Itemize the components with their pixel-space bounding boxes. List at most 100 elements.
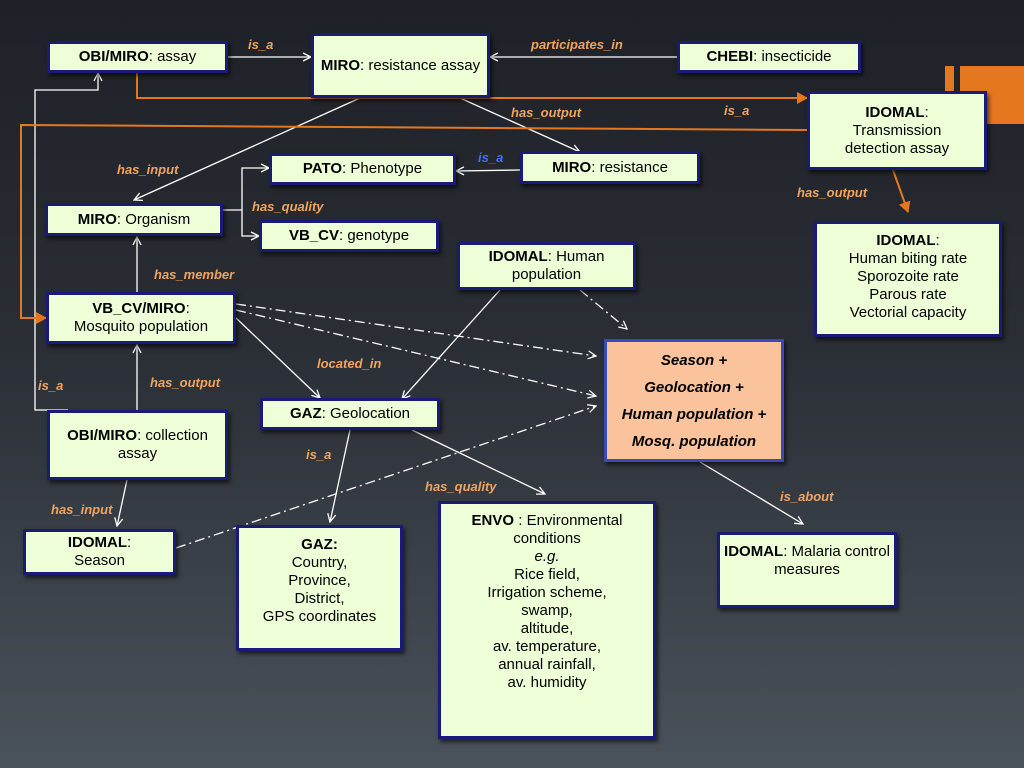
- node-vbcv-genotype: VB_CV: genotype: [259, 220, 439, 252]
- node-line: Geolocation +: [644, 378, 744, 396]
- edge-label-has-quality: has_quality: [425, 479, 497, 494]
- node-idomal-human-population: IDOMAL: Human population: [457, 242, 636, 290]
- node-line: Irrigation scheme,: [487, 584, 607, 601]
- node-prefix: ENVO: [471, 512, 515, 529]
- node-line: Human biting rate: [848, 250, 968, 267]
- edge-label-is-about: is_about: [780, 489, 834, 504]
- node-prefix: GAZ: [289, 405, 322, 422]
- node-idomal-transmission: IDOMAL: Transmission detection assay: [807, 91, 987, 170]
- edge-label-has-quality: has_quality: [252, 199, 324, 214]
- node-prefix: GAZ:: [301, 536, 338, 553]
- node-line: swamp,: [521, 602, 573, 619]
- edge-label-participates-in: participates_in: [531, 37, 623, 52]
- edge-geolocation-isa-gaz: [330, 429, 351, 522]
- node-prefix: IDOMAL: [865, 103, 925, 121]
- node-pato-phenotype: PATO: Phenotype: [269, 153, 456, 185]
- node-text: : resistance: [591, 158, 668, 176]
- edge-assay-isa-transmission: [136, 73, 808, 104]
- node-prefix: IDOMAL: [488, 248, 548, 265]
- node-line: Mosquito population: [73, 318, 209, 335]
- edge-season-combined: [175, 406, 596, 549]
- node-line: Transmission: [852, 121, 942, 139]
- node-idomal-season: IDOMAL: Season: [23, 529, 176, 575]
- node-line: Season: [74, 552, 125, 569]
- edge-combined-about-malaria: [699, 461, 803, 524]
- node-line: Season +: [660, 351, 728, 369]
- edge-label-has-input: has_input: [51, 502, 113, 517]
- node-prefix: IDOMAL: [876, 232, 936, 249]
- node-prefix: MIRO: [320, 56, 361, 74]
- node-line: Rice field,: [514, 566, 580, 583]
- node-line: Country,: [291, 554, 348, 571]
- edge-transmission-isa-population: [20, 123, 809, 324]
- node-idomal-malaria: IDOMAL: Malaria control measures: [717, 532, 897, 608]
- edge-population-combined-2: [235, 309, 596, 396]
- edge-population-combined-1: [235, 303, 596, 356]
- node-gaz-details: GAZ: Country, Province, District, GPS co…: [236, 525, 403, 651]
- node-text: :: [935, 232, 940, 249]
- node-prefix: VB_CV: [288, 227, 339, 244]
- node-line: annual rainfall,: [498, 656, 596, 673]
- edge-geolocation-quality-envo: [411, 429, 545, 494]
- node-line: Human population +: [621, 405, 767, 423]
- node-line: Vectorial capacity: [849, 304, 967, 321]
- edge-human-population-geolocation: [402, 289, 501, 399]
- node-text: : Geolocation: [321, 405, 411, 422]
- node-prefix: OBI/MIRO: [67, 427, 138, 444]
- node-collection-assay: OBI/MIRO: collection assay: [47, 410, 228, 480]
- node-line: av. temperature,: [492, 638, 602, 655]
- edge-organism-quality-phenotype: [222, 168, 269, 211]
- edge-label-has-input: has_input: [117, 162, 179, 177]
- node-text: : assay: [148, 48, 197, 65]
- edge-label-has-member: has_member: [154, 267, 235, 282]
- node-line: altitude,: [520, 620, 574, 637]
- node-miro-resistance-assay: MIRO: resistance assay: [311, 33, 490, 98]
- edge-label-has-output: has_output: [511, 105, 582, 120]
- edge-resistance-isa-phenotype: [456, 170, 521, 171]
- node-text: : insecticide: [753, 48, 832, 65]
- node-text: : Environmental conditions: [513, 512, 623, 547]
- edge-label-is-a: is_a: [248, 37, 274, 52]
- node-line: Parous rate: [869, 286, 947, 303]
- edge-label-is-a: is_a: [478, 150, 504, 165]
- edge-label-is-a: is_a: [306, 447, 332, 462]
- node-prefix: MIRO: [77, 210, 117, 228]
- node-eg: e.g.: [534, 548, 560, 565]
- edge-label-is-a: is_a: [724, 103, 750, 118]
- node-text: : Organism: [116, 210, 191, 228]
- edge-resistance-assay-input-organism: [134, 97, 361, 200]
- node-text: :: [924, 103, 929, 121]
- node-combined-context: Season + Geolocation + Human population …: [604, 339, 784, 462]
- node-line: av. humidity: [507, 674, 587, 691]
- node-line: Sporozoite rate: [857, 268, 959, 285]
- node-mosquito-population: VB_CV/MIRO: Mosquito population: [46, 292, 236, 344]
- edge-human-population-combined: [579, 289, 627, 329]
- edge-label-has-output: has_output: [150, 375, 221, 390]
- node-miro-organism: MIRO: Organism: [45, 203, 223, 236]
- edge-resistance-assay-output-resistance: [459, 97, 580, 152]
- node-text: : genotype: [338, 227, 410, 244]
- node-line: District,: [294, 590, 345, 607]
- node-prefix: PATO: [302, 160, 343, 177]
- node-prefix: VB_CV/MIRO: [92, 300, 186, 317]
- node-idomal-rates: IDOMAL: Human biting rate Sporozoite rat…: [814, 221, 1002, 337]
- edge-organism-quality-genotype: [241, 210, 259, 236]
- edge-label-is-a: is_a: [38, 378, 64, 393]
- edge-label-has-output: has_output: [797, 185, 868, 200]
- edge-label-located-in: located_in: [317, 356, 382, 371]
- node-prefix: OBI/MIRO: [78, 48, 149, 65]
- node-text: : collection assay: [117, 427, 208, 462]
- node-text: : resistance assay: [360, 56, 481, 74]
- node-miro-resistance: MIRO: resistance: [520, 151, 700, 184]
- node-prefix: MIRO: [552, 158, 592, 176]
- node-envo: ENVO : Environmental conditions e.g. Ric…: [438, 501, 656, 739]
- node-text: : Phenotype: [342, 160, 423, 177]
- node-text: : Human population: [511, 248, 605, 283]
- node-prefix: IDOMAL: [724, 543, 784, 560]
- node-line: detection assay: [844, 139, 950, 157]
- edge-transmission-output-rates: [892, 169, 911, 213]
- node-chebi-insecticide: CHEBI: insecticide: [677, 41, 861, 73]
- node-text: :: [185, 300, 190, 317]
- node-obi-assay: OBI/MIRO: assay: [47, 41, 228, 73]
